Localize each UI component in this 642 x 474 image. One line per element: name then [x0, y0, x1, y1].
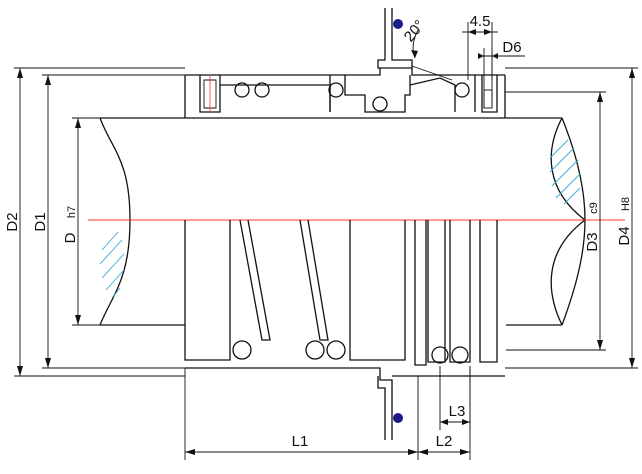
o-ring-2 [254, 82, 270, 98]
gland-bottom [185, 367, 505, 440]
label-d: D [62, 232, 79, 243]
o-ring-1 [234, 82, 250, 98]
label-l1: L1 [292, 433, 309, 450]
dim-d3: D3 c9 [505, 91, 606, 351]
shaft-right-hatch [549, 139, 581, 205]
o-ring-5 [454, 82, 470, 98]
gland-top [184, 8, 506, 118]
o-ring-4 [372, 96, 388, 112]
label-d3-tol: c9 [588, 202, 600, 214]
dim-l1: L1 [184, 368, 419, 460]
dim-d1: D1 [32, 74, 185, 369]
label-d6: D6 [502, 39, 521, 56]
seal-body-lower [184, 219, 498, 366]
label-d-tol: h7 [66, 206, 78, 218]
shaft-left-hatch [99, 231, 125, 299]
label-d4: D4 [616, 226, 633, 245]
dim-l3: L3 [439, 366, 471, 430]
label-d2: D2 [4, 212, 21, 231]
label-l2: L2 [436, 433, 453, 450]
label-d1: D1 [32, 212, 49, 231]
label-d4-tol: H8 [620, 197, 632, 211]
label-gap: 4.5 [470, 13, 491, 30]
o-ring-3 [328, 82, 344, 98]
dim-gap: 4.5 [462, 13, 498, 80]
dim-d: D h7 [62, 117, 100, 326]
ring-marker-top [393, 19, 403, 29]
dim-angle: 20° [401, 17, 453, 81]
dim-d6: D6 [478, 39, 525, 109]
label-l3: L3 [449, 403, 466, 420]
label-angle: 20° [401, 17, 429, 45]
ring-marker-bottom [393, 413, 403, 423]
drive-pin [483, 89, 493, 109]
label-d3: D3 [584, 232, 601, 251]
shaft [99, 117, 587, 326]
dim-d2: D2 [4, 67, 185, 377]
dim-d4: D4 H8 [505, 67, 638, 369]
dim-l2: L2 [418, 366, 471, 460]
